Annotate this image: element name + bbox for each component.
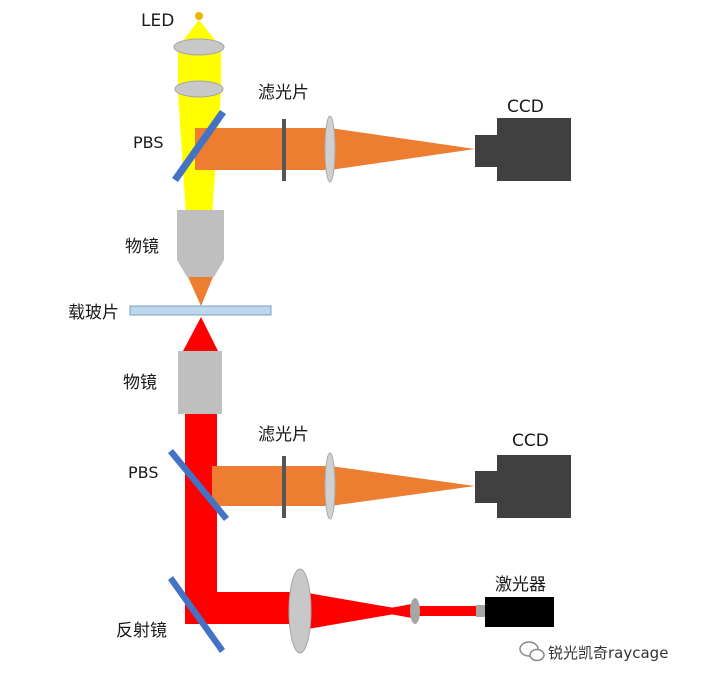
ccd-top-port (475, 135, 498, 167)
label-mirror: 反射镜 (116, 621, 167, 641)
label-pbs-bottom: PBS (128, 463, 159, 482)
ccd-bottom-camera (497, 455, 571, 518)
laser-aperture (476, 605, 486, 617)
fluorescence-beam-top (195, 128, 475, 170)
label-pbs-top: PBS (133, 133, 164, 152)
pbs-top (172, 110, 226, 182)
mirror (168, 576, 225, 653)
label-objective-bottom: 物镜 (123, 373, 157, 393)
focusing-lens-top (324, 115, 336, 183)
led-source (195, 12, 203, 20)
slide (129, 305, 272, 316)
wechat-icon (519, 641, 545, 662)
ccd-bottom-port (475, 471, 498, 503)
label-slide: 载玻片 (68, 303, 119, 323)
label-filter-top: 滤光片 (258, 83, 309, 103)
label-filter-bottom: 滤光片 (258, 425, 309, 445)
label-ccd-top: CCD (507, 97, 544, 117)
label-objective-top: 物镜 (125, 237, 159, 257)
laser-source (485, 597, 554, 627)
fluorescence-beam-bottom (212, 466, 475, 506)
label-ccd-bottom: CCD (512, 431, 549, 451)
ccd-top-camera (497, 118, 571, 181)
expander-lens-small (410, 598, 420, 624)
expander-lens-large (288, 568, 312, 654)
filter-top (282, 119, 286, 181)
label-led: LED (141, 11, 174, 31)
objective-bottom (178, 351, 222, 414)
condenser-lens-1 (173, 38, 225, 56)
laser-cone-sample (183, 317, 218, 351)
pbs-bottom (168, 449, 229, 521)
focusing-lens-bottom (324, 452, 336, 520)
focus-cone-top (188, 277, 213, 306)
filter-bottom (282, 456, 286, 518)
objective-top (177, 210, 224, 277)
label-laser: 激光器 (495, 575, 546, 595)
laser-beam (185, 414, 480, 630)
condenser-lens-2 (174, 80, 224, 98)
watermark-text: 锐光凯奇raycage (548, 644, 668, 662)
